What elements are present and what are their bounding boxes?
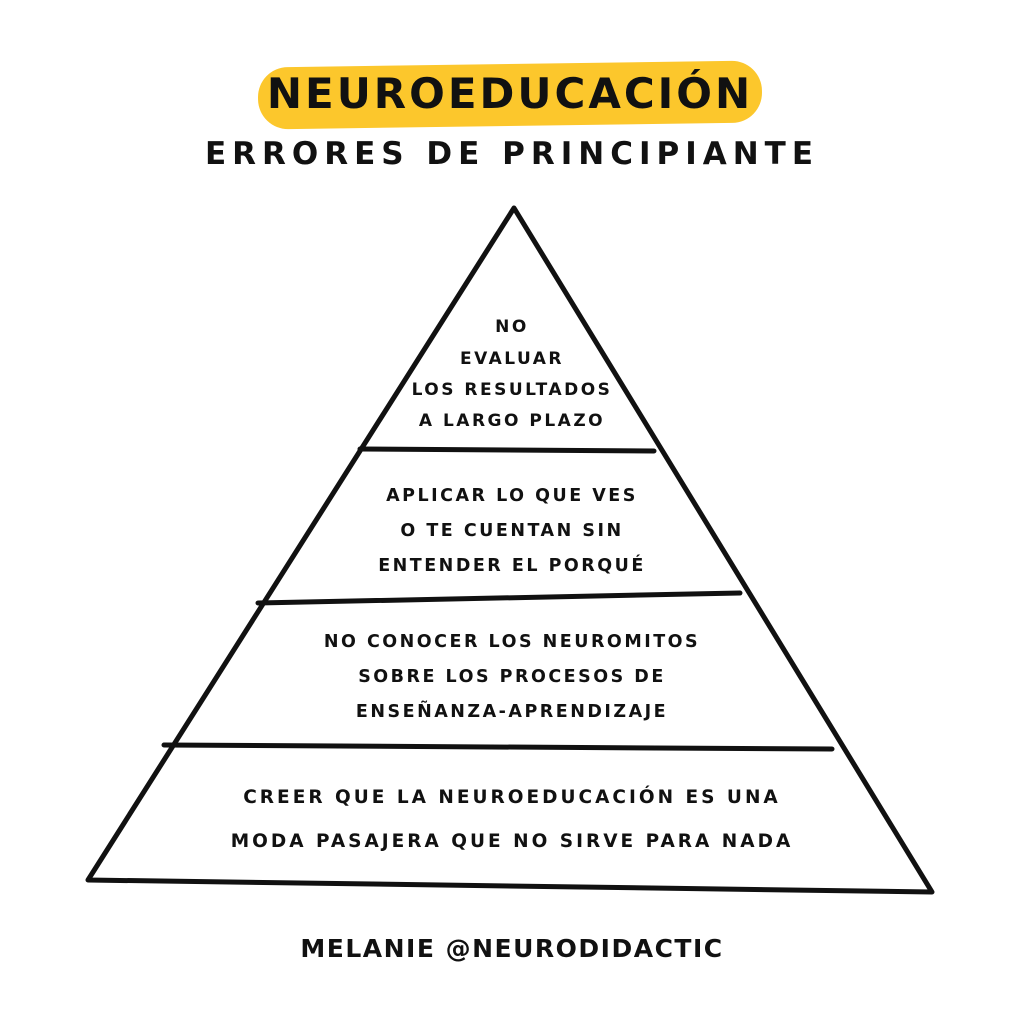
pyramid-outline [85, 205, 935, 895]
tier-line: EVALUAR [459, 348, 565, 369]
tier-line: SOBRE LOS PROCESOS DE [358, 666, 666, 687]
pyramid-tier-2: APLICAR LO QUE VES O TE CUENTAN SIN ENTE… [300, 472, 724, 590]
tier-line: NO [495, 317, 529, 338]
page-subtitle: ERRORES DE PRINCIPIANTE [204, 136, 819, 172]
tier-line: CREER QUE LA NEUROEDUCACIÓN ES UNA [243, 786, 781, 808]
tier-line: APLICAR LO QUE VES [386, 485, 638, 506]
tier-divider-2 [255, 590, 743, 606]
tier-divider-1 [357, 446, 657, 454]
title-banner: NEUROEDUCACIÓN [257, 58, 763, 130]
tier-line: LOS RESULTADOS [411, 380, 613, 400]
pyramid-tier-3: NO CONOCER LOS NEUROMITOS SOBRE LOS PROC… [210, 618, 814, 736]
author-credit: MELANIE @NEURODIDACTIC [300, 934, 724, 963]
page-title: NEUROEDUCACIÓN [266, 68, 754, 118]
pyramid-tier-1: NO EVALUAR LOS RESULTADOS A LARGO PLAZO [362, 310, 662, 440]
tier-line: NO CONOCER LOS NEUROMITOS [323, 631, 701, 652]
pyramid-tier-4: CREER QUE LA NEUROEDUCACIÓN ES UNA MODA … [110, 770, 914, 870]
tier-divider-3 [161, 742, 835, 752]
tier-line: A LARGO PLAZO [418, 411, 606, 432]
tier-line: ENSEÑANZA-APRENDIZAJE [355, 701, 669, 722]
tier-line: ENTENDER EL PORQUÉ [378, 555, 646, 576]
tier-line: MODA PASAJERA QUE NO SIRVE PARA NADA [230, 831, 794, 852]
tier-line: O TE CUENTAN SIN [400, 520, 624, 541]
